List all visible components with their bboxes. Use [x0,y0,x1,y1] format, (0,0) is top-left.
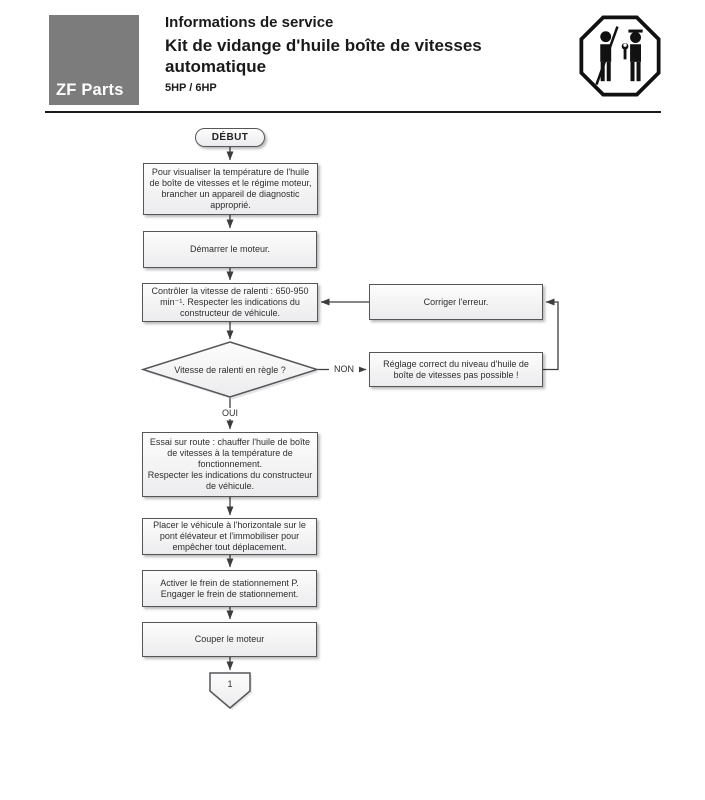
trained-personnel-octagon-icon [578,12,662,100]
step-road-test: Essai sur route : chauffer l'huile de bo… [142,432,318,497]
step-parking-brake: Activer le frein de stationnement P. Eng… [142,570,317,607]
header-title-block: Informations de service Kit de vidange d… [165,14,565,94]
start-terminator: DÉBUT [195,128,265,147]
step-check-idle-speed: Contrôler la vitesse de ralenti : 650-95… [142,283,318,322]
zf-parts-logo: ZF Parts [49,15,139,105]
offpage-connector-number: 1 [227,678,233,689]
logo-text: ZF Parts [56,81,124,99]
side-box-adjust-not-possible: Réglage correct du niveau d'huile de boî… [369,352,543,387]
branch-yes-label: OUI [216,408,244,419]
branch-no-label: NON [329,364,359,375]
decision-idle-speed-label: Vitesse de ralenti en règle ? [174,364,286,375]
page-title: Kit de vidange d'huile boîte de vitesses… [165,36,482,76]
step-connect-diagnostic: Pour visualiser la température de l'huil… [143,163,318,215]
decision-diamond-shape [140,341,320,400]
doc-type-heading: Informations de service [165,14,334,31]
step-start-engine: Démarrer le moteur. [143,231,317,268]
side-box-fix-error: Corriger l'erreur. [369,284,543,320]
step-lift-vehicle: Placer le véhicule à l'horizontale sur l… [142,518,317,555]
header-divider [45,111,661,113]
model-subtitle: 5HP / 6HP [165,81,217,94]
step-stop-engine: Couper le moteur [142,622,317,657]
offpage-connector-shape [209,672,252,710]
